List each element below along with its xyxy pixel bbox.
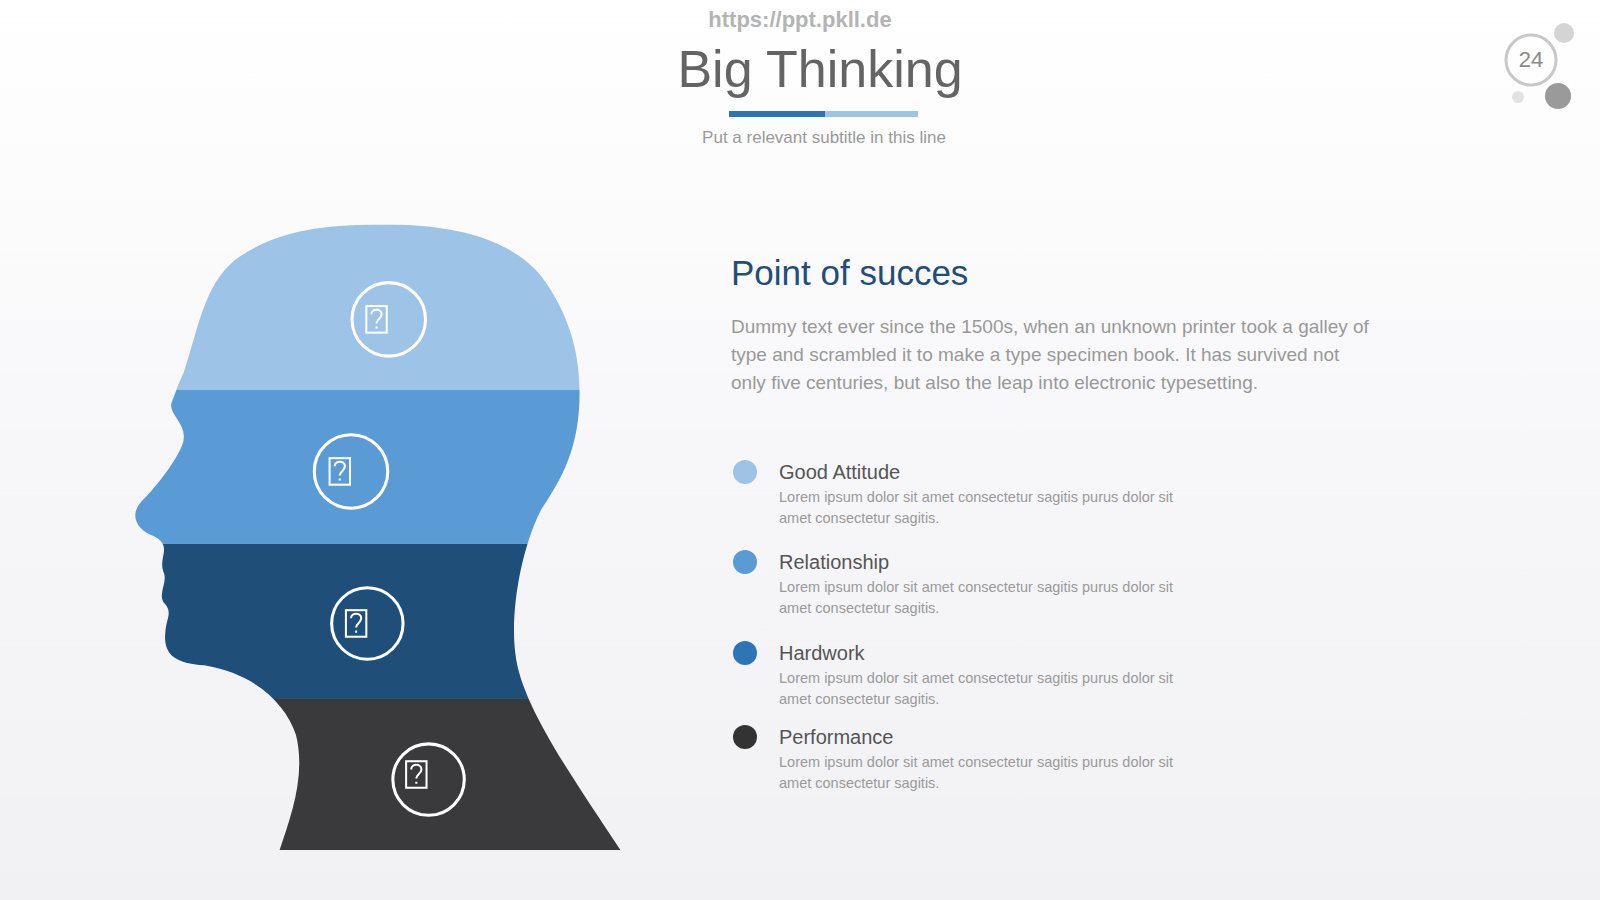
legend-item: Hardwork xyxy=(733,641,1213,665)
title-underline xyxy=(729,111,825,117)
icon-ring xyxy=(314,435,387,508)
icon-ring xyxy=(332,588,403,659)
subtitle: Put a relevant subtitle in this line xyxy=(574,127,1074,149)
item-description: Lorem ipsum dolor sit amet consectetur s… xyxy=(779,577,1199,619)
icon-symbol xyxy=(366,306,386,333)
icon-symbol xyxy=(406,761,426,788)
icon-symbol xyxy=(346,610,366,637)
icon-symbol xyxy=(330,458,350,485)
page-number: 24 xyxy=(1501,47,1561,73)
legend-label: Performance xyxy=(779,725,1213,749)
icon-ring xyxy=(352,283,425,356)
head-band xyxy=(102,204,633,390)
legend-item: Relationship xyxy=(733,550,1213,574)
legend-label: Good Attitude xyxy=(779,460,1213,484)
legend-item: Good Attitude xyxy=(733,460,1213,484)
title-underline xyxy=(825,111,918,117)
head-band xyxy=(102,544,633,699)
head-band xyxy=(102,390,633,544)
legend-swatch xyxy=(733,641,757,665)
slide-title: Big Thinking xyxy=(520,38,1120,100)
body-paragraph: Dummy text ever since the 1500s, when an… xyxy=(731,313,1376,397)
decor-ball xyxy=(1545,83,1571,109)
item-description: Lorem ipsum dolor sit amet consectetur s… xyxy=(779,668,1199,710)
legend-swatch xyxy=(733,460,757,484)
item-description: Lorem ipsum dolor sit amet consectetur s… xyxy=(779,752,1199,794)
icon-ring xyxy=(393,744,464,815)
item-description: Lorem ipsum dolor sit amet consectetur s… xyxy=(779,487,1199,529)
section-heading: Point of succes xyxy=(731,252,1371,294)
watermark: https://ppt.pkll.de xyxy=(550,6,1050,34)
head-band xyxy=(102,699,633,862)
decor-ball xyxy=(1554,23,1574,43)
legend-swatch xyxy=(733,725,757,749)
legend-label: Relationship xyxy=(779,550,1213,574)
legend-label: Hardwork xyxy=(779,641,1213,665)
decor-ball xyxy=(1512,91,1524,103)
legend-swatch xyxy=(733,550,757,574)
head-figure xyxy=(102,204,633,862)
legend-item: Performance xyxy=(733,725,1213,749)
